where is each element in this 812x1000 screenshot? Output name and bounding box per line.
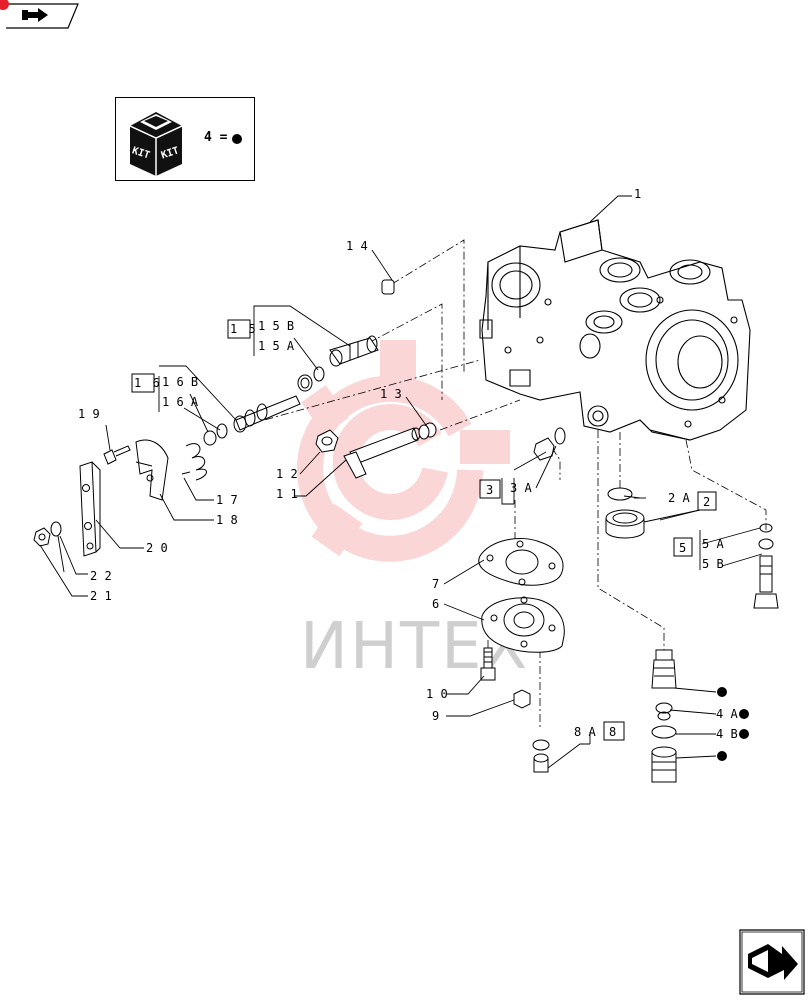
o-ring-5b[interactable] — [758, 538, 774, 550]
callout-12: 1 2 — [276, 467, 298, 481]
callout-3-box: 3 — [486, 483, 493, 497]
kit-legend-text: 4 = — [204, 130, 228, 145]
plug-part-3[interactable] — [533, 427, 566, 461]
kit-bullet-4-icon — [717, 687, 727, 697]
callout-22: 2 2 — [90, 569, 112, 583]
nut-part-9[interactable] — [513, 689, 531, 709]
box-16[interactable] — [131, 373, 155, 393]
gasket-part-7[interactable] — [478, 538, 564, 586]
callout-20: 2 0 — [146, 541, 168, 555]
callout-8a: 8 A — [574, 725, 596, 739]
kit-bullet-4a-icon — [739, 709, 749, 719]
nut-part-21[interactable] — [33, 527, 51, 547]
callout-7: 7 — [432, 577, 439, 591]
plug-part-8[interactable] — [532, 739, 550, 773]
kit-bullet-icon — [232, 134, 242, 144]
callout-19: 1 9 — [78, 407, 100, 421]
callout-2-box: 2 — [703, 495, 710, 509]
lever-part-18[interactable] — [135, 439, 169, 501]
callout-10: 1 0 — [426, 687, 448, 701]
o-ring-4b[interactable] — [651, 725, 677, 739]
cartridge-part-4[interactable] — [651, 649, 677, 783]
box-5[interactable] — [673, 537, 693, 557]
callout-8-box: 8 — [609, 725, 616, 739]
kit-logo-text-right: KIT — [160, 145, 181, 161]
pin-part-11[interactable] — [343, 427, 421, 479]
kit-box-icon: KIT KIT — [129, 112, 183, 176]
box-15[interactable] — [227, 319, 251, 339]
back-arrow-icon — [22, 8, 48, 22]
callout-6: 6 — [432, 597, 439, 611]
callout-15b: 1 5 B — [258, 319, 294, 333]
spring-part-17[interactable] — [181, 443, 207, 481]
watermark-logo — [270, 320, 530, 600]
callout-5-box: 5 — [679, 541, 686, 555]
seal-2a[interactable] — [607, 487, 633, 501]
callout-11: 1 1 — [276, 487, 298, 501]
bolt-part-19[interactable] — [103, 445, 131, 465]
plug-part-5[interactable] — [753, 523, 779, 609]
kit-legend-box: KIT KIT 4 = — [115, 97, 255, 181]
o-ring-4a[interactable] — [655, 702, 673, 714]
o-ring-15a[interactable] — [313, 366, 325, 382]
box-8[interactable] — [603, 721, 625, 741]
kit-bullet-4b-icon — [739, 729, 749, 739]
cover-part-6[interactable] — [481, 596, 565, 653]
callout-1: 1 — [634, 187, 641, 201]
callout-5a: 5 A — [702, 537, 724, 551]
callout-16a: 1 6 A — [162, 395, 199, 409]
callout-5b: 5 B — [702, 557, 724, 571]
plate-part-20[interactable] — [79, 461, 101, 557]
callout-15-box: 1 5 — [230, 322, 258, 336]
callout-13: 1 3 — [380, 387, 402, 401]
o-ring-16b[interactable] — [203, 430, 217, 446]
valve-housing-part-1[interactable] — [479, 219, 751, 441]
bolt-part-10[interactable] — [480, 647, 496, 681]
plug-part-2[interactable] — [605, 487, 645, 539]
seal-3a[interactable] — [554, 427, 566, 445]
kit-bullet-4c-icon — [717, 751, 727, 761]
callout-4a: 4 A — [716, 707, 738, 721]
box-3[interactable] — [479, 479, 501, 499]
callout-3a: 3 A — [510, 481, 532, 495]
seal-8a[interactable] — [532, 739, 550, 751]
next-page-button[interactable] — [738, 928, 806, 996]
callout-9: 9 — [432, 709, 439, 723]
nut-part-12[interactable] — [315, 429, 339, 453]
callout-16b: 1 6 B — [162, 375, 198, 389]
callout-16-box: 1 6 — [134, 376, 162, 390]
o-ring-16a[interactable] — [216, 423, 228, 439]
box-2[interactable] — [697, 491, 717, 511]
callout-21: 2 1 — [90, 589, 112, 603]
plug-part-13[interactable] — [418, 422, 437, 440]
washer-part-22[interactable] — [50, 521, 62, 537]
callout-4b: 4 B — [716, 727, 738, 741]
spool-part-15[interactable] — [297, 335, 379, 392]
callout-17: 1 7 — [216, 493, 238, 507]
shaft-part-16[interactable] — [203, 395, 301, 446]
kit-logo-text-left: KIT — [131, 145, 152, 161]
callout-14: 1 4 — [346, 239, 368, 253]
callout-18: 1 8 — [216, 513, 238, 527]
red-dot-icon — [0, 0, 9, 10]
prev-page-tab[interactable] — [0, 0, 80, 30]
callout-15a: 1 5 A — [258, 339, 295, 353]
o-ring-15b[interactable] — [297, 374, 313, 392]
next-page-arrow-icon — [748, 944, 798, 980]
callout-2a: 2 A — [668, 491, 690, 505]
plug-part-14[interactable] — [381, 279, 395, 295]
